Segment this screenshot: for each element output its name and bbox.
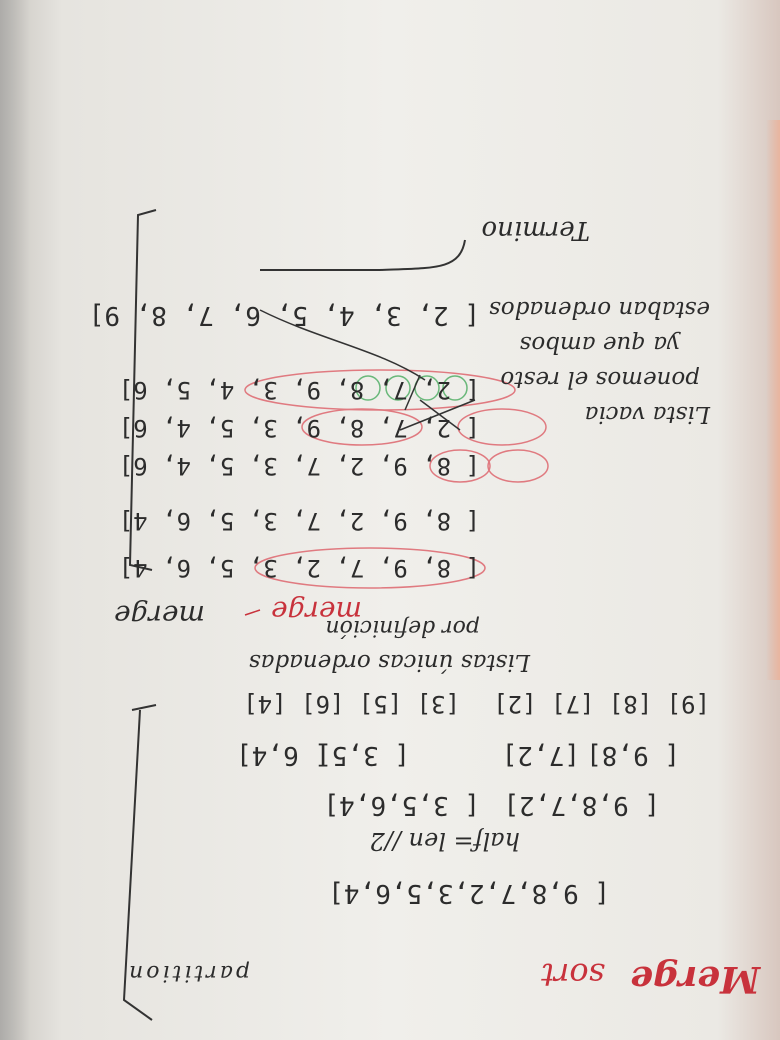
final-brace: [260, 239, 466, 271]
termino-label: Termino: [481, 215, 590, 245]
merge-circle-2: [487, 449, 549, 483]
partition-bracket: [122, 709, 153, 1021]
row3-a: [ 9,8]: [586, 740, 680, 770]
title-sort: sort: [541, 956, 605, 994]
green-circle-2: [385, 375, 411, 401]
arrow-lista-vacia: [404, 374, 421, 411]
merge-step-5: [ 2, 7, 8, 9, 3, 4, 5, 6]: [118, 376, 480, 404]
green-circle-1: [355, 375, 381, 401]
merge-step-4: [ 2, 7, 8, 9, 3, 5, 4, 6]: [118, 414, 480, 442]
link-to-final: [259, 309, 426, 381]
merge-circle-4: [457, 408, 547, 446]
merge-step-3: [ 8, 9, 2, 7, 3, 5, 4, 6]: [118, 452, 480, 480]
half-formula: half= len //2: [369, 827, 520, 855]
row3-c: [ 3,5]: [316, 740, 410, 770]
merge-bracket: [128, 209, 157, 571]
lista-vacia-note: Lista vacia: [584, 401, 710, 427]
green-circle-4: [442, 375, 468, 401]
merge-step-1: [ 8, 9, 7, 2, 3, 5, 6, 4]: [118, 554, 480, 582]
row2-left: [ 9,8,7,2]: [503, 790, 660, 820]
partition-bracket-end: [131, 704, 157, 711]
row3-d: [ 6,4]: [236, 740, 330, 770]
merge-red-label: merge: [271, 595, 362, 628]
merge-step-2: [ 8, 9, 2, 7, 3, 5, 6, 4]: [118, 507, 480, 535]
merge-circle-5: [301, 408, 423, 446]
estaban-note: estaban ordenados: [488, 296, 710, 322]
row4-right: [3] [5] [6] [4]: [243, 690, 460, 718]
ponemos-note: ponemos el resto: [500, 366, 700, 392]
merge-circle-1: [254, 547, 486, 589]
row3-b: [7,2]: [501, 740, 580, 770]
cross-lines: [399, 399, 476, 431]
final-sorted-array: [ 2, 3, 4, 5, 6, 7, 8, 9]: [88, 300, 480, 330]
merge-label: merge: [114, 599, 205, 632]
row1-array: [ 9,8,7,2,3,5,6,4]: [328, 878, 610, 908]
row2-right: [ 3,5,6,4]: [323, 790, 480, 820]
merge-circle-6: [244, 369, 516, 411]
listas-unicas-note: Listas únicas ordenadas: [248, 649, 530, 675]
merge-circle-3: [429, 449, 491, 483]
title-merge: Merge: [630, 958, 760, 1000]
row4-left: [9] [8] [7] [2]: [493, 690, 710, 718]
page-shadow: [0, 0, 30, 1040]
partition-label: partition: [126, 960, 250, 985]
merge-red-mark: [244, 609, 261, 616]
ya-que-note: ya que ambos: [519, 331, 680, 357]
orange-background-edge: [766, 120, 780, 680]
